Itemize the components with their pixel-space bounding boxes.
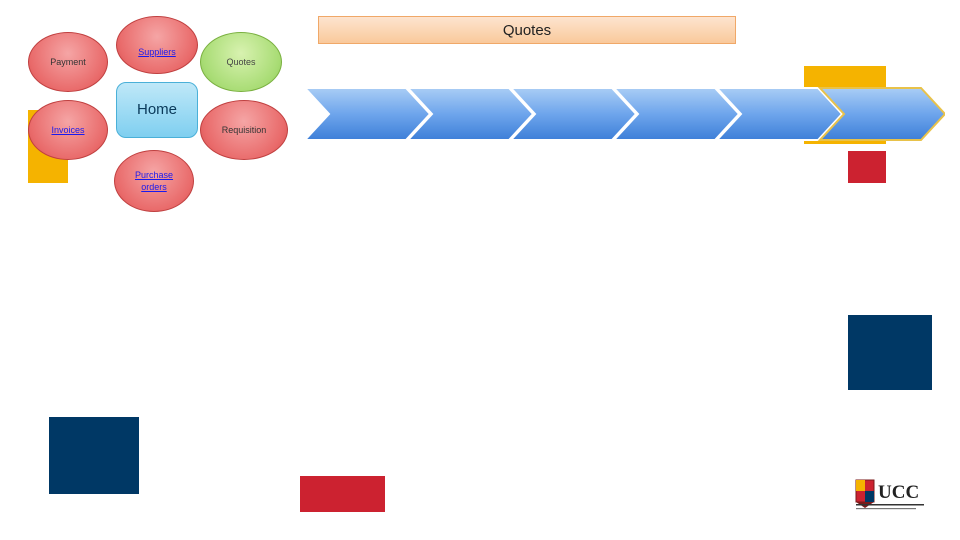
page-title: Quotes (318, 16, 736, 44)
nav-quotes[interactable]: Quotes (200, 32, 282, 92)
nav-requisition[interactable]: Requisition (200, 100, 288, 160)
process-chevrons (305, 87, 945, 141)
nav-purchase-orders-link[interactable]: Purchase orders (134, 170, 174, 192)
red-block-right (848, 151, 886, 183)
logo-text: UCC (878, 482, 919, 503)
crest-icon: UCC (855, 479, 924, 510)
nav-requisition-label: Requisition (221, 125, 267, 135)
nav-home-button[interactable]: Home (116, 82, 198, 138)
red-block-bottom (300, 476, 385, 512)
process-step-3 (508, 87, 638, 141)
navy-block-right (848, 315, 932, 390)
nav-payment[interactable]: Payment (28, 32, 108, 92)
nav-purchase-orders[interactable]: Purchase orders (114, 150, 194, 212)
nav-suppliers[interactable]: Suppliers (116, 16, 198, 74)
process-step-4 (611, 87, 741, 141)
nav-suppliers-link[interactable]: Suppliers (138, 47, 176, 57)
nav-invoices-link[interactable]: Invoices (51, 125, 85, 135)
nav-quotes-label: Quotes (226, 57, 256, 67)
process-step-6 (817, 87, 945, 141)
nav-home-label: Home (136, 101, 177, 118)
ucc-logo: UCC (854, 476, 926, 512)
process-step-1 (305, 87, 432, 141)
nav-invoices[interactable]: Invoices (28, 100, 108, 160)
navy-block-left (49, 417, 139, 494)
nav-payment-label: Payment (50, 57, 86, 67)
process-step-5 (714, 87, 844, 141)
process-step-2 (405, 87, 535, 141)
page-title-text: Quotes (502, 21, 552, 39)
